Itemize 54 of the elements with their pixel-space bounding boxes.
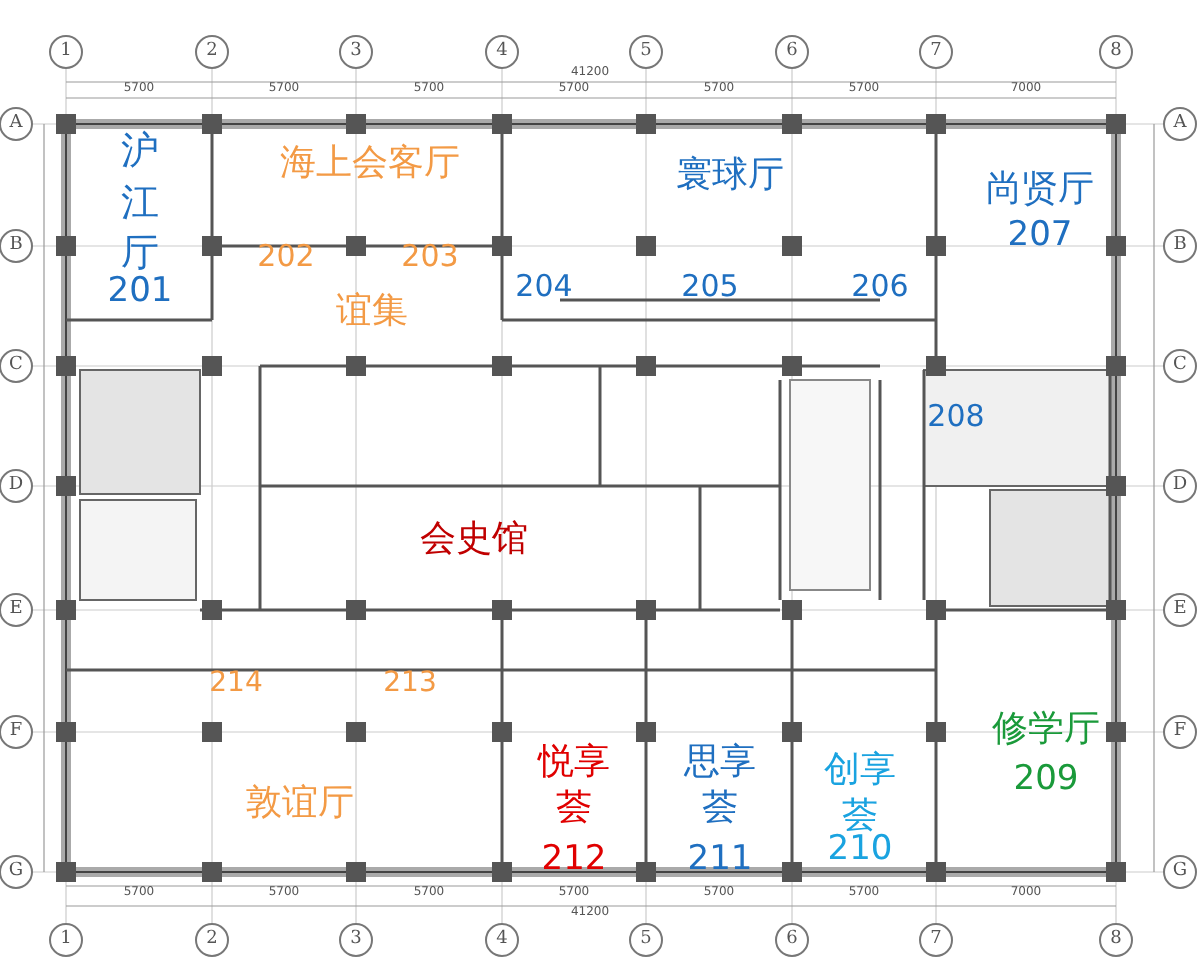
axis-label: 6 (775, 35, 809, 69)
axis-label: 8 (1099, 35, 1133, 69)
room-label: 悦享荟 (536, 739, 612, 833)
room-label: 会史馆 (420, 520, 528, 560)
axis-label: 7 (919, 923, 953, 957)
room-label: 209 (1013, 761, 1079, 799)
room-label: 沪江厅 (121, 127, 159, 276)
axis-label: 2 (195, 35, 229, 69)
axis-label: 4 (485, 35, 519, 69)
room-label: 敦谊厅 (246, 784, 354, 824)
room-label: 修学厅 (992, 710, 1100, 750)
axis-label: D (0, 469, 33, 503)
room-label: 214 (209, 668, 263, 700)
axis-label: 5 (629, 923, 663, 957)
room-label: 寰球厅 (676, 156, 784, 196)
axis-label: 3 (339, 923, 373, 957)
axis-label: 4 (485, 923, 519, 957)
axis-label: A (1163, 107, 1197, 141)
axis-label: C (1163, 349, 1197, 383)
room-label: 思享荟 (682, 739, 758, 833)
axis-label: 8 (1099, 923, 1133, 957)
axis-label: E (1163, 593, 1197, 627)
axis-label: A (0, 107, 33, 141)
axis-label: 6 (775, 923, 809, 957)
axis-label: 3 (339, 35, 373, 69)
room-label: 211 (687, 841, 753, 879)
axis-label: B (1163, 229, 1197, 263)
room-label: 204 (515, 269, 573, 303)
axis-label: 1 (49, 35, 83, 69)
room-label: 203 (401, 239, 459, 273)
room-label: 206 (851, 269, 909, 303)
axis-label: F (0, 715, 33, 749)
room-label: 208 (927, 399, 985, 433)
room-label: 尚贤厅 (986, 170, 1094, 210)
room-label: 210 (827, 831, 893, 869)
axis-label: 1 (49, 923, 83, 957)
room-label: 202 (257, 239, 315, 273)
axis-label: G (1163, 855, 1197, 889)
axis-label: 2 (195, 923, 229, 957)
room-label: 海上会客厅 (280, 144, 460, 184)
room-label: 213 (383, 668, 437, 700)
room-label: 212 (541, 841, 607, 879)
axis-label: 5 (629, 35, 663, 69)
axis-label: 7 (919, 35, 953, 69)
axis-label: B (0, 229, 33, 263)
axis-label: D (1163, 469, 1197, 503)
room-label: 201 (107, 273, 173, 311)
room-label: 谊集 (336, 292, 408, 332)
room-label: 205 (681, 269, 739, 303)
axis-label: C (0, 349, 33, 383)
room-label: 207 (1007, 217, 1073, 255)
axis-label: E (0, 593, 33, 627)
axis-label: G (0, 855, 33, 889)
axis-label: F (1163, 715, 1197, 749)
